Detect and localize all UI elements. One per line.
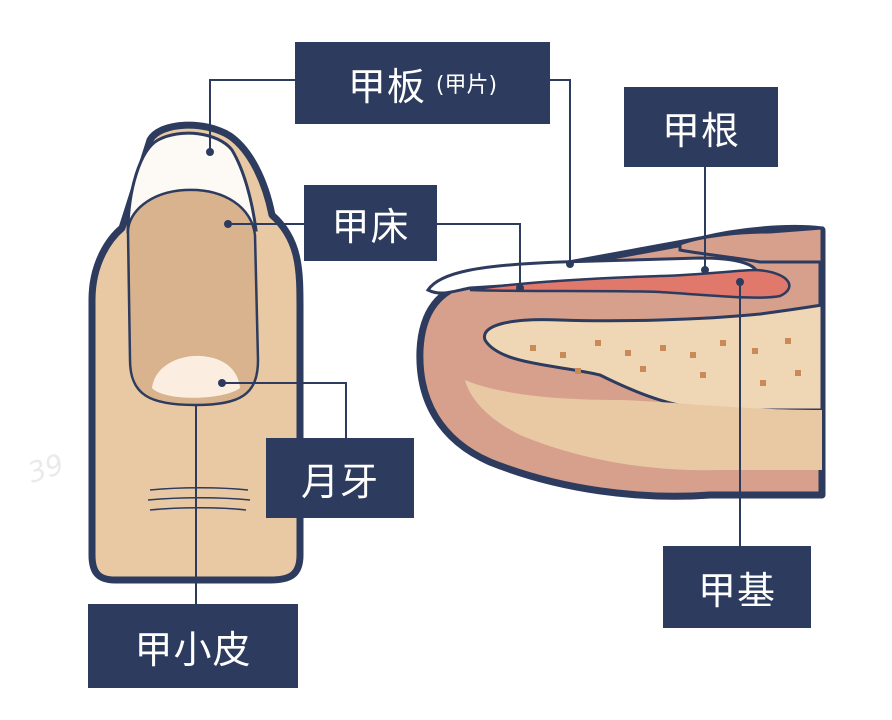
leader-nail-plate-front: [209, 79, 295, 152]
leader-nail-bed-side: [437, 223, 521, 288]
nail-bed-front: [126, 188, 260, 407]
bone-inner: [483, 303, 824, 412]
label-nail-plate-alt-text: (甲片): [435, 73, 498, 98]
lunula-shape: [152, 355, 240, 398]
label-nail-matrix: 甲基: [663, 546, 811, 628]
skin-lower: [465, 380, 822, 471]
label-nail-bed: 甲床: [304, 185, 437, 261]
leader-lunula: [222, 382, 347, 438]
label-nail-root: 甲根: [624, 87, 778, 167]
leader-nail-plate-side: [550, 79, 571, 264]
finger-front-view: [88, 121, 304, 584]
label-lunula: 月牙: [266, 438, 414, 518]
label-nail-plate: 甲板 (甲片): [295, 42, 550, 124]
proximal-fold: [678, 226, 824, 264]
leader-lines: [195, 79, 744, 604]
nail-matrix-side: [469, 268, 791, 299]
knuckle-creases: [147, 486, 251, 511]
label-nail-plate-text: 甲板: [347, 64, 426, 109]
finger-side-view: [416, 224, 826, 500]
label-cuticle: 甲小皮: [88, 604, 298, 688]
bone-speckles: [530, 338, 801, 386]
